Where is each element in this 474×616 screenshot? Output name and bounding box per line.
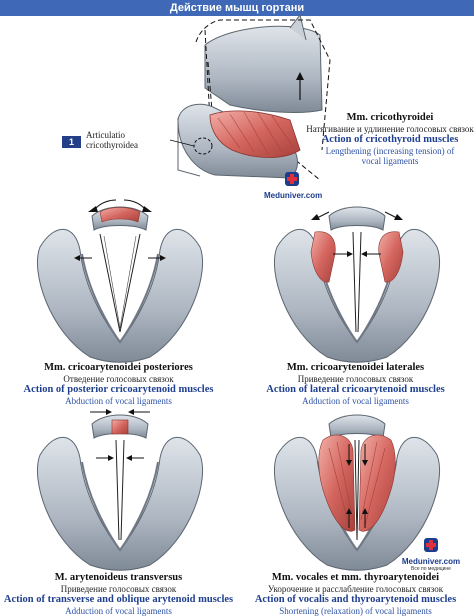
caption-english-detail: Lengthening (increasing tension) of voca… [325,145,455,166]
caption-latin: Mm. vocales et mm. thyroarytenoidei [271,572,440,583]
caption-english-detail: Shortening (relaxation) of vocal ligamen… [279,605,432,616]
caption-latin: Mm. cricoarytenoidei laterales [286,362,425,373]
logo-name: Meduniver.com [401,557,461,566]
joint-label: Articulatio cricothyroidea [86,130,138,151]
medical-cross-icon [424,538,438,552]
caption-vocalis: Mm. vocales et mm. thyroarytenoidei Укор… [237,572,474,616]
caption-english: Action of lateral cricoarytenoid muscles [266,383,445,395]
joint-label-line2: cricothyroidea [86,140,138,151]
caption-english-detail: Adduction of vocal ligaments [302,395,409,406]
caption-lateral-cricoarytenoid: Mm. cricoarytenoidei laterales Приведени… [237,362,474,406]
medical-cross-icon [285,172,299,186]
caption-english: Action of cricothyroid muscles [321,133,459,145]
caption-latin: Mm. cricothyroidei [346,112,434,123]
caption-english: Action of vocalis and thyroarytenoid mus… [254,593,457,605]
caption-english-detail: Abduction of vocal ligaments [65,395,172,406]
caption-russian: Отведение голосовых связок [63,373,174,384]
joint-label-number: 1 [62,136,81,148]
logo-bottom: Meduniver.com Все по медицине [396,538,466,572]
caption-english-detail: Adduction of vocal ligaments [65,605,172,616]
page-title: Действие мышц гортани [0,0,474,16]
logo-name: Meduniver.com [264,191,323,200]
caption-posterior-cricoarytenoid: Mm. cricoarytenoidei posteriores Отведен… [0,362,237,406]
caption-russian: Укорочение и расслабление голосовых связ… [267,583,444,594]
caption-russian: Приведение голосовых связок [297,373,414,384]
caption-cricothyroid: Mm. cricothyroidei Натягивание и удлинен… [306,112,474,166]
caption-latin: Mm. cricoarytenoidei posteriores [44,362,193,373]
joint-label-line1: Articulatio [86,130,125,140]
logo-tagline: Все по медицине [411,566,451,572]
caption-russian: Приведение голосовых связок [60,583,177,594]
logo-top: Meduniver.com [264,172,323,200]
caption-latin: M. arytenoideus transversus [54,572,183,583]
caption-english: Action of posterior cricoarytenoid muscl… [23,383,214,395]
caption-english: Action of transverse and oblique aryteno… [3,593,234,605]
caption-russian: Натягивание и удлинение голосовых связок [306,123,474,134]
caption-transverse-arytenoid: M. arytenoideus transversus Приведение г… [0,572,237,616]
